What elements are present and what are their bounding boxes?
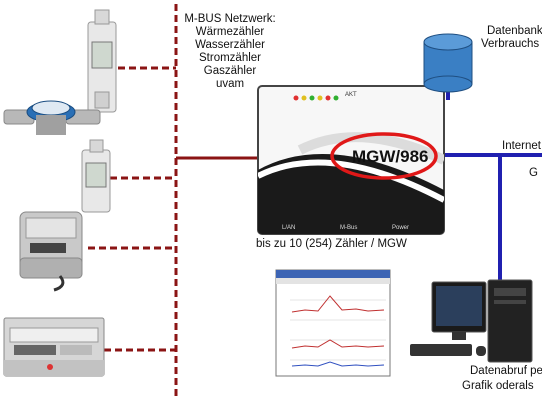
internet-label: Internet bbox=[502, 140, 541, 152]
panel-label-akt: AKT bbox=[345, 92, 357, 98]
panel-label-lan: L/AN bbox=[282, 225, 296, 231]
model-highlight-ring bbox=[330, 132, 438, 180]
panel-label-mbus: M-Bus bbox=[340, 225, 358, 231]
mbus-network-label: M-BUS Netzwerk: Wärmezähler Wasserzähler… bbox=[180, 13, 280, 91]
mbus-item-water: Wasserzähler bbox=[195, 39, 265, 51]
internet-extra-label: G bbox=[529, 167, 538, 179]
status-leds bbox=[293, 95, 339, 101]
pc-label-2: Grafik oderals bbox=[462, 380, 534, 392]
mbus-item-power: Stromzähler bbox=[199, 52, 261, 64]
pc-label-1: Datenabruf per bbox=[470, 365, 542, 377]
mbus-title: M-BUS Netzwerk: bbox=[184, 13, 276, 25]
gateway-caption: bis zu 10 (254) Zähler / MGW bbox=[256, 238, 407, 250]
gateway-model-label: MGW/986 bbox=[352, 147, 429, 166]
panel-label-power: Power bbox=[392, 225, 410, 231]
mbus-item-heat: Wärmezähler bbox=[195, 26, 265, 38]
database-label-2: Verbrauchs bbox=[481, 38, 540, 50]
mbus-item-gas: Gaszähler bbox=[203, 65, 257, 77]
database-label-1: Datenbank bbox=[487, 25, 542, 37]
mbus-item-etc: uvam bbox=[215, 78, 245, 90]
